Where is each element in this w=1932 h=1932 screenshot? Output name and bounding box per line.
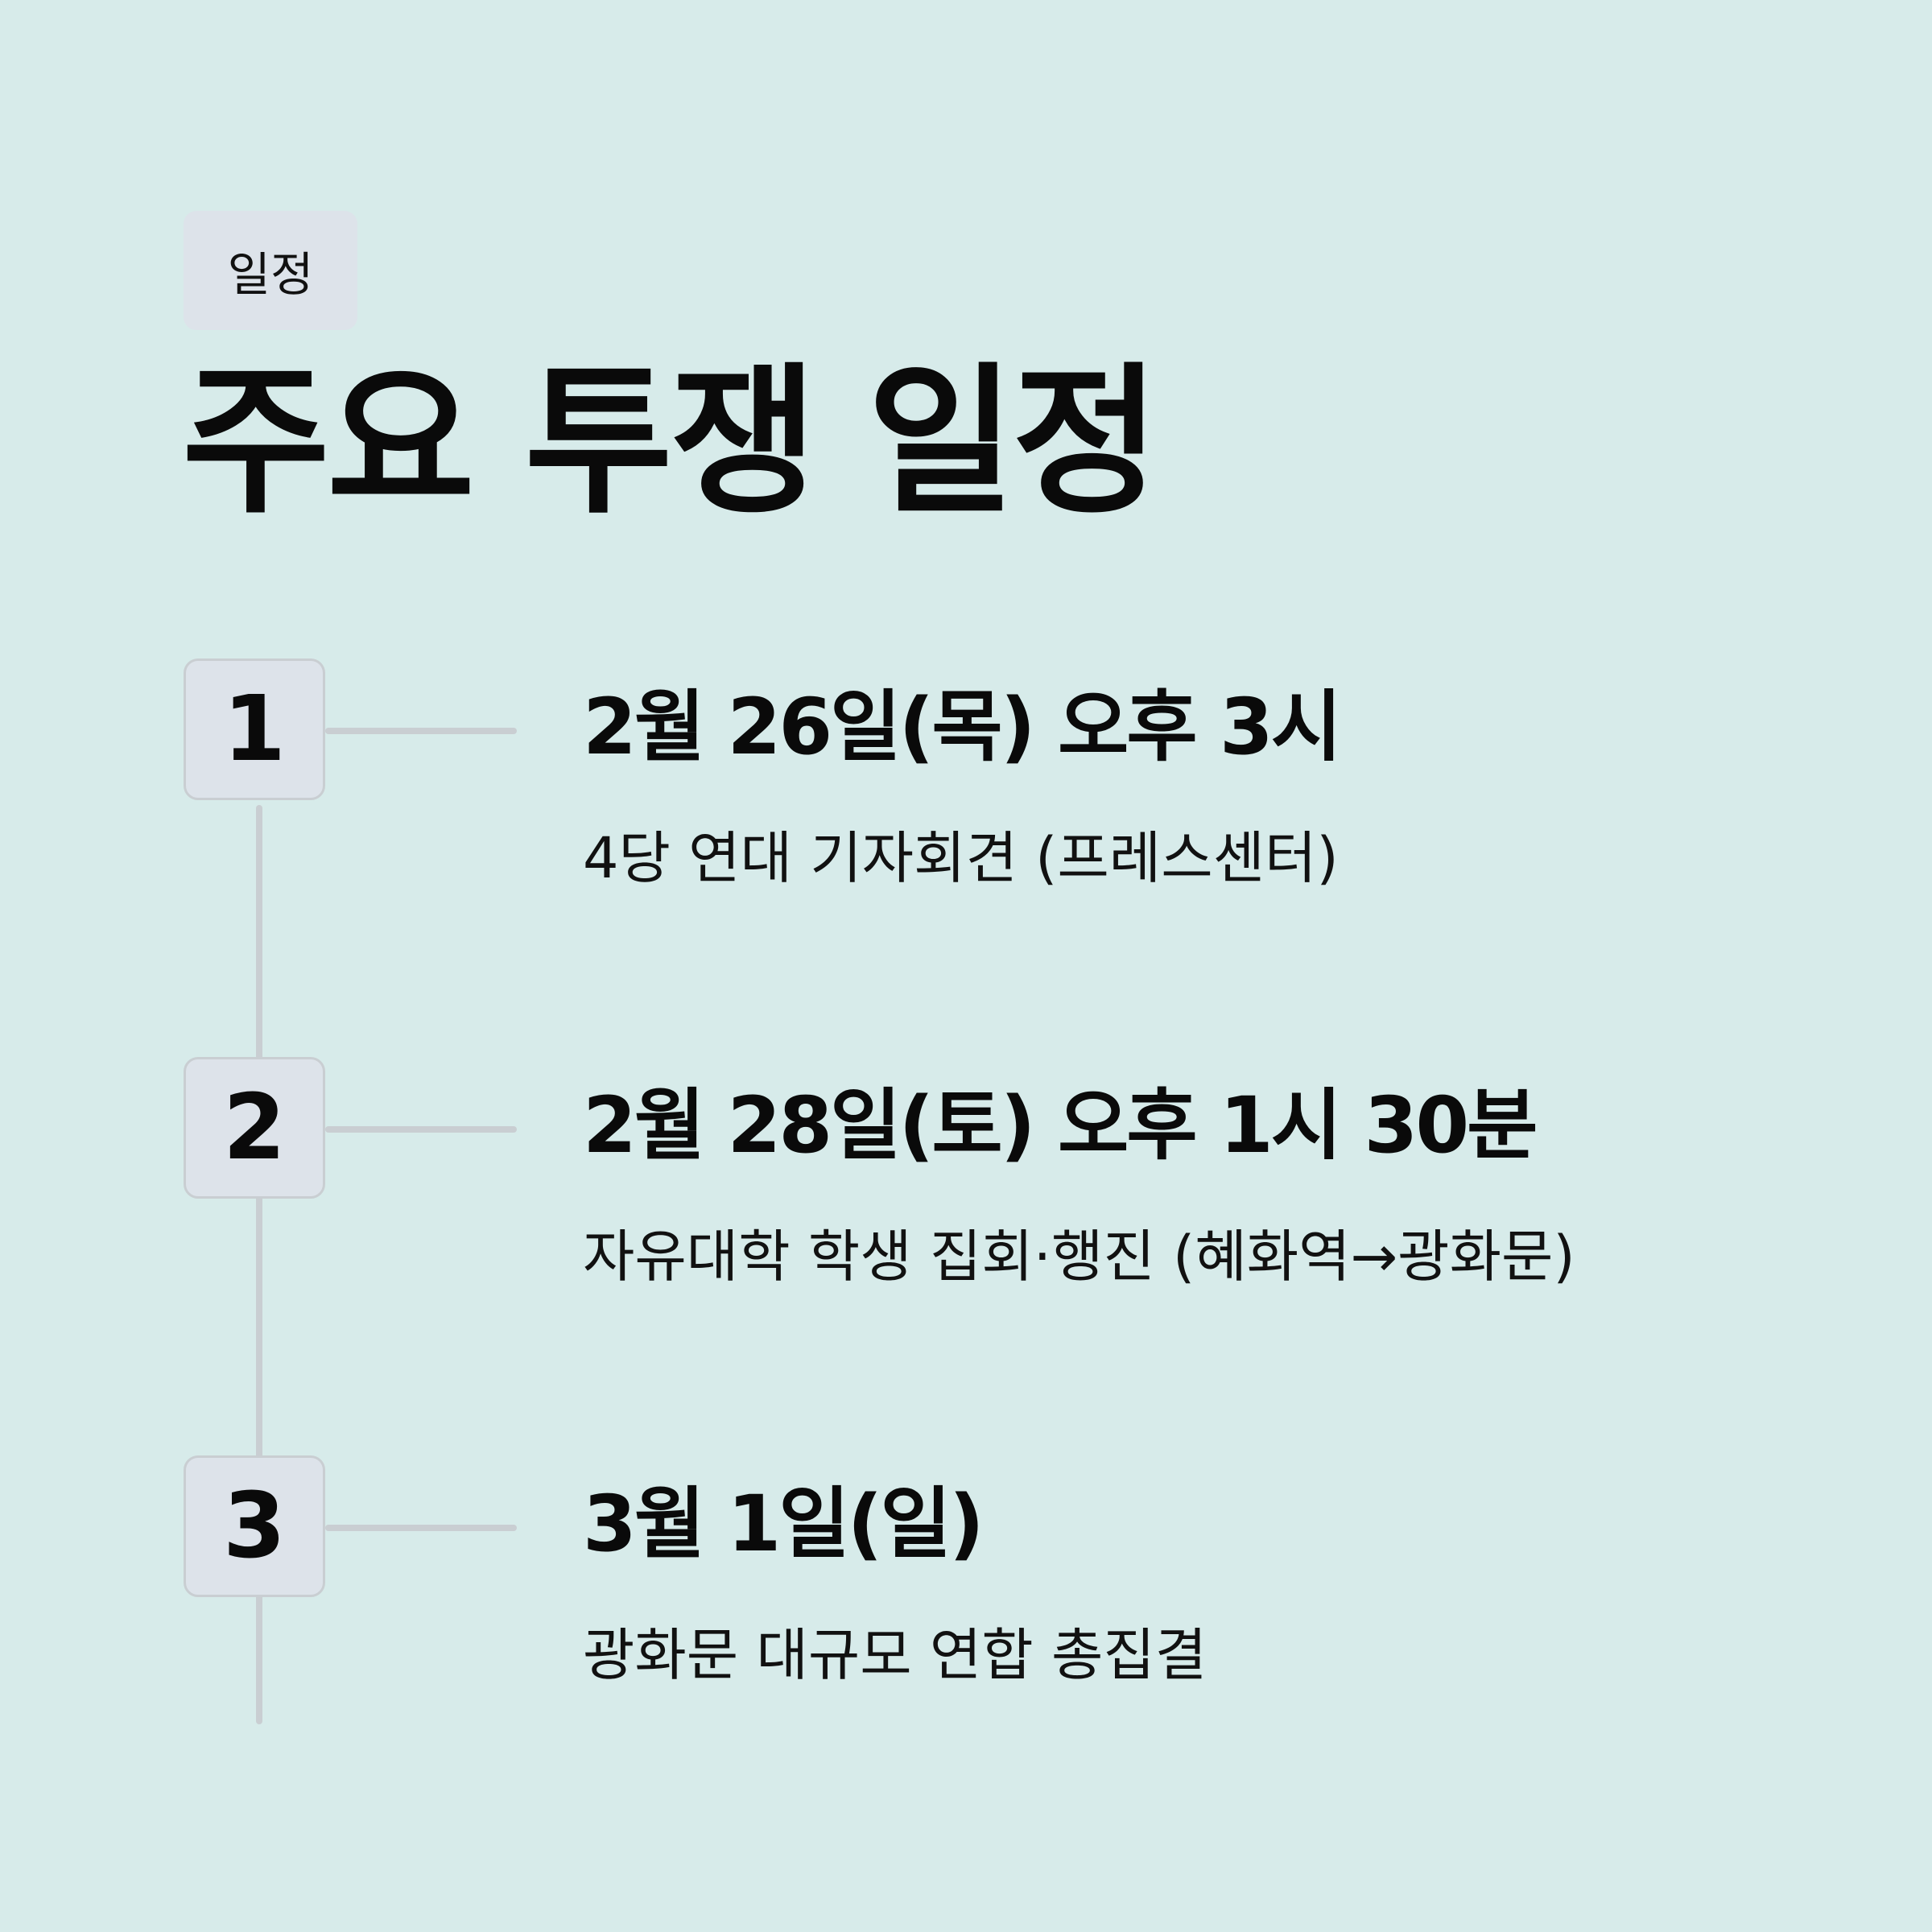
timeline-step-3: 3 3월 1일(일) 광화문 대규모 연합 총집결 — [0, 1455, 1932, 1688]
step-connector — [325, 1126, 517, 1133]
page-title: 주요 투쟁 일정 — [182, 349, 1160, 536]
timeline-line — [256, 805, 262, 1724]
step-date: 2월 26일(목) 오후 3시 — [583, 682, 1342, 772]
step-number: 2 — [184, 1057, 325, 1199]
step-description: 자유대학 학생 집회·행진 (혜화역→광화문) — [583, 1224, 1575, 1290]
step-date: 2월 28일(토) 오후 1시 30분 — [583, 1080, 1538, 1170]
step-description: 광화문 대규모 연합 총집결 — [583, 1622, 1208, 1688]
timeline-step-1: 1 2월 26일(목) 오후 3시 4당 연대 기자회견 (프레스센터) — [0, 658, 1932, 891]
step-connector — [325, 1525, 517, 1531]
step-number: 1 — [184, 658, 325, 800]
step-number: 3 — [184, 1455, 325, 1597]
section-badge: 일정 — [184, 211, 357, 330]
timeline-step-2: 2 2월 28일(토) 오후 1시 30분 자유대학 학생 집회·행진 (혜화역… — [0, 1057, 1932, 1290]
step-connector — [325, 728, 517, 734]
step-date: 3월 1일(일) — [583, 1479, 985, 1569]
step-description: 4당 연대 기자회견 (프레스센터) — [583, 825, 1339, 891]
